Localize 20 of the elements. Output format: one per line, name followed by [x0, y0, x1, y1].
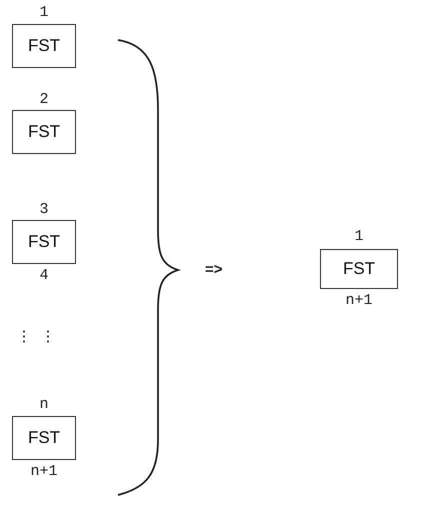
state-number: n+1 — [346, 293, 373, 309]
state-number: 4 — [40, 268, 49, 284]
ellipsis: ⋮ ⋮ — [16, 330, 56, 346]
process-box — [12, 24, 76, 68]
process-box — [320, 249, 398, 289]
state-number: 1 — [40, 5, 49, 21]
implies-sign: => — [205, 262, 223, 278]
box-label: FST — [342, 259, 376, 279]
process-box — [12, 220, 76, 264]
state-number: n — [40, 397, 49, 413]
box-label: FST — [28, 36, 60, 56]
state-number: 2 — [40, 92, 49, 108]
process-box — [12, 110, 76, 154]
box-label: FST — [28, 122, 60, 142]
box-label: FST — [28, 428, 60, 448]
state-number: 3 — [40, 202, 49, 218]
state-number: n+1 — [30, 464, 58, 480]
process-box — [12, 416, 76, 460]
box-label: FST — [28, 232, 60, 252]
state-number: 1 — [354, 229, 364, 245]
